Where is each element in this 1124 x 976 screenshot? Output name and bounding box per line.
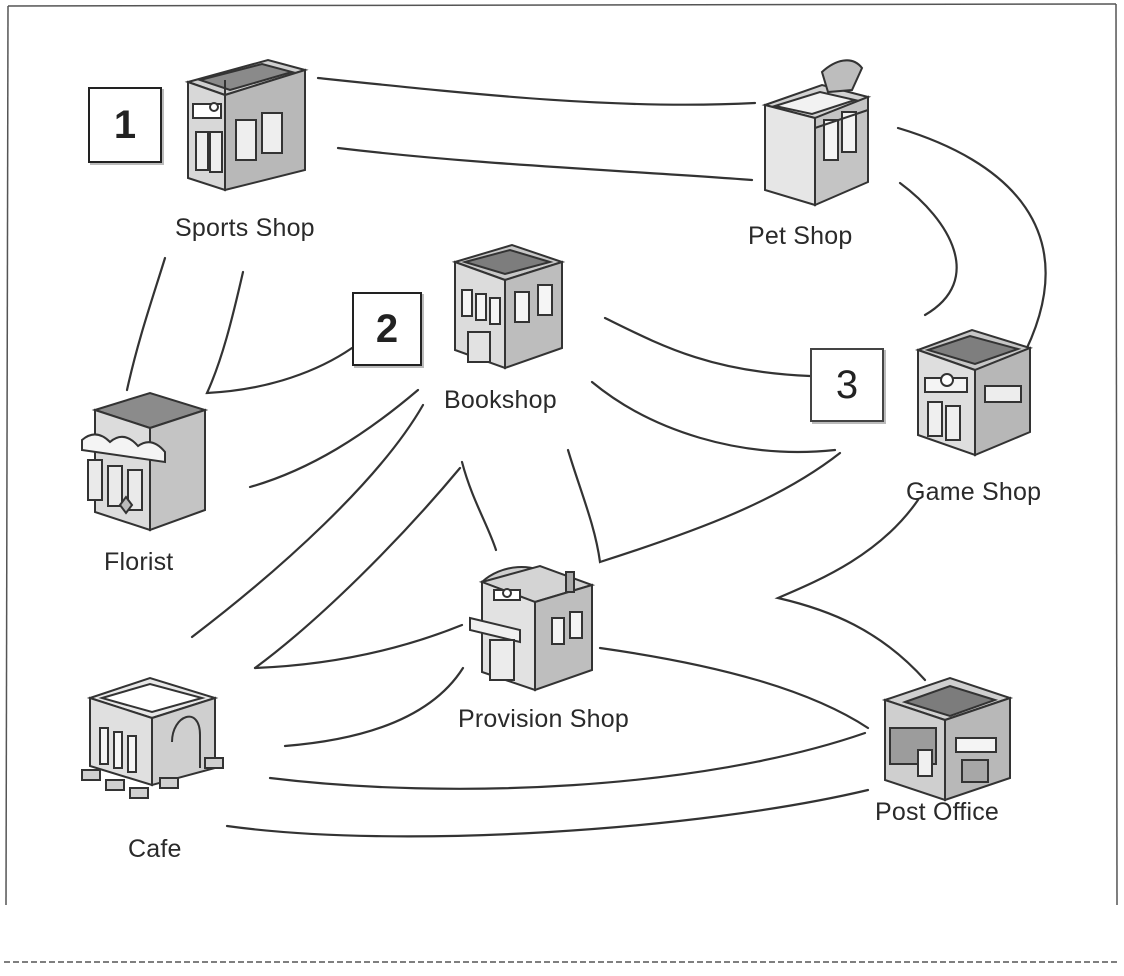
road-sports-box2 — [205, 270, 354, 395]
marker-2: 2 — [352, 292, 422, 366]
road-cafe-provision-fan — [253, 466, 462, 670]
label-florist: Florist — [104, 548, 174, 576]
label-sports-shop: Sports Shop — [175, 214, 315, 242]
road-fan-provision — [253, 623, 464, 670]
florist-icon — [81, 391, 209, 532]
post-office-icon — [881, 676, 1014, 802]
cafe-icon — [81, 676, 224, 799]
road-pet-game-outer — [896, 126, 1047, 364]
label-game-shop: Game Shop — [906, 478, 1042, 506]
road-network — [125, 76, 1047, 838]
road-sports-pet-upper — [316, 76, 757, 106]
road-book-to-gameshop-via-center — [566, 448, 842, 564]
page-frame — [4, 3, 1120, 963]
road-book-gameshop — [590, 380, 837, 454]
sports-shop-icon — [184, 58, 309, 192]
road-sports-pet-lower — [336, 146, 754, 182]
marker-1: 1 — [88, 87, 162, 163]
label-cafe: Cafe — [128, 835, 182, 863]
road-cafe-post-mid — [268, 731, 867, 790]
marker-3: 3 — [810, 348, 884, 422]
label-post-office: Post Office — [875, 798, 1000, 826]
road-sports-florist — [125, 256, 167, 392]
road-book-box3 — [603, 316, 812, 378]
label-bookshop: Bookshop — [444, 386, 557, 414]
road-book-provision — [460, 460, 498, 552]
road-cafe-book — [190, 403, 425, 639]
road-florist-book — [248, 388, 420, 489]
provision-shop-icon — [469, 564, 596, 692]
road-game-post — [774, 498, 927, 682]
road-cafe-provision-lower — [283, 666, 465, 748]
road-pet-game-inner — [898, 181, 958, 317]
road-provision-post — [598, 646, 870, 730]
label-pet-shop: Pet Shop — [748, 222, 853, 250]
road-cafe-post-low — [225, 788, 870, 838]
label-provision-shop: Provision Shop — [458, 705, 629, 733]
game-shop-icon — [915, 328, 1033, 457]
bookshop-icon — [451, 243, 566, 370]
pet-shop-icon — [761, 59, 872, 207]
